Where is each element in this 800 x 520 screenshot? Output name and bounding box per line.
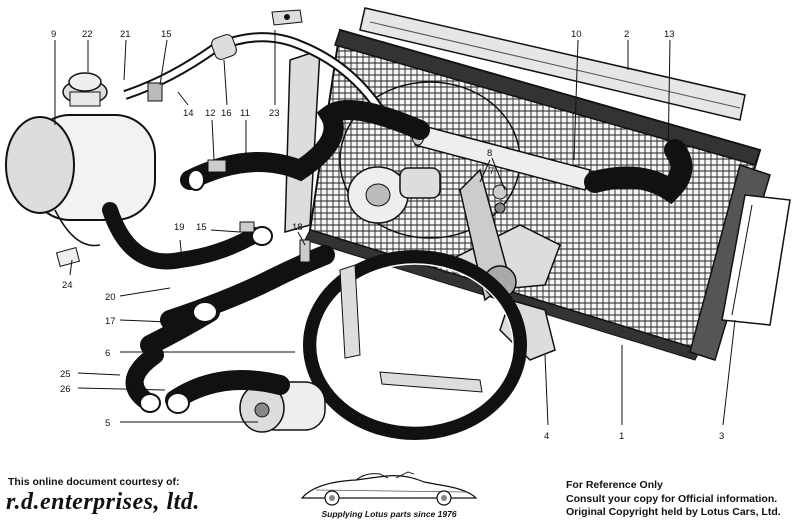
cooling-system-diagram: 1 2 3 4 5 6 7 8 9 10 11 12 13 14 15 15 1… bbox=[5, 7, 791, 442]
copyright-text: Original Copyright held by Lotus Cars, L… bbox=[566, 506, 781, 518]
overflow-pipe bbox=[123, 32, 385, 113]
callout-5: 5 bbox=[105, 418, 110, 429]
callout-6: 6 bbox=[105, 348, 110, 359]
callout-13: 13 bbox=[664, 29, 675, 40]
callout-10: 10 bbox=[571, 29, 582, 40]
callout-20: 20 bbox=[105, 292, 116, 303]
callouts: 1 2 3 4 5 6 7 8 9 10 11 12 13 14 15 15 1… bbox=[51, 29, 724, 442]
logo-block: Supplying Lotus parts since 1976 bbox=[296, 468, 482, 519]
filler-cap bbox=[62, 72, 108, 107]
radiator-top-bar bbox=[359, 7, 746, 121]
callout-15b: 15 bbox=[196, 222, 207, 233]
courtesy-block: This online document courtesy of: r.d.en… bbox=[6, 476, 266, 516]
callout-16: 16 bbox=[221, 108, 232, 119]
leader-lines bbox=[54, 30, 736, 426]
courtesy-text: This online document courtesy of: bbox=[8, 476, 180, 488]
callout-21: 21 bbox=[120, 29, 131, 40]
callout-17: 17 bbox=[105, 316, 116, 327]
callout-3: 3 bbox=[719, 431, 724, 442]
callout-2: 2 bbox=[624, 29, 629, 40]
callout-14: 14 bbox=[183, 108, 194, 119]
top-bracket bbox=[271, 9, 303, 26]
fan-cowl bbox=[303, 250, 527, 440]
callout-7: 7 bbox=[489, 166, 494, 177]
callout-11: 11 bbox=[240, 108, 250, 119]
hose-outlets bbox=[139, 169, 273, 414]
callout-15a: 15 bbox=[161, 29, 172, 40]
callout-8: 8 bbox=[487, 148, 492, 159]
reference-only-text: For Reference Only bbox=[566, 479, 663, 491]
reference-notice: For Reference Only Consult your copy for… bbox=[566, 479, 798, 520]
company-name: r.d.enterprises, ltd. bbox=[6, 489, 200, 515]
callout-22: 22 bbox=[82, 29, 93, 40]
callout-9: 9 bbox=[51, 29, 56, 40]
pump-housing bbox=[347, 166, 441, 224]
callout-23: 23 bbox=[269, 108, 280, 119]
callout-12: 12 bbox=[205, 108, 216, 119]
tagline: Supplying Lotus parts since 1976 bbox=[321, 509, 457, 519]
callout-1: 1 bbox=[619, 431, 624, 442]
callout-24: 24 bbox=[62, 280, 73, 291]
radiator-side-panel bbox=[721, 194, 791, 326]
hose-clips bbox=[207, 159, 508, 263]
callout-4: 4 bbox=[544, 431, 549, 442]
expansion-tank bbox=[5, 114, 156, 267]
callout-18: 18 bbox=[292, 222, 303, 233]
callout-19: 19 bbox=[174, 222, 185, 233]
callout-25: 25 bbox=[60, 369, 71, 380]
consult-text: Consult your copy for Official informati… bbox=[566, 492, 778, 505]
callout-26: 26 bbox=[60, 384, 71, 395]
racing-car-logo bbox=[300, 471, 478, 506]
